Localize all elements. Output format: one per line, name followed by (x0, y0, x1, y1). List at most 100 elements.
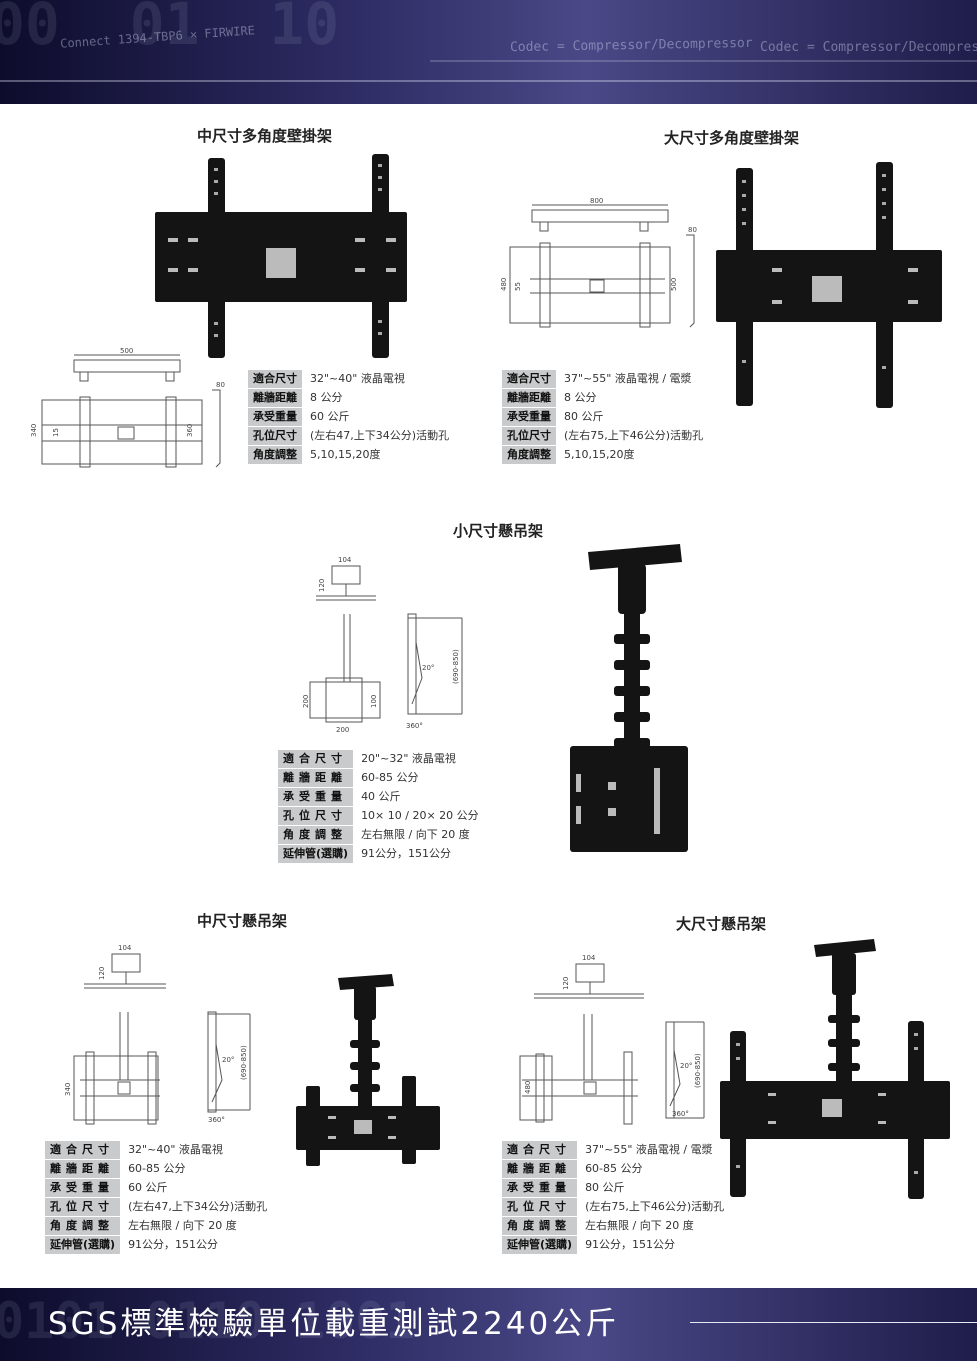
dim-label: 20° (422, 664, 434, 672)
dim-label: 80 (216, 381, 225, 389)
spec-value: (左右47,上下34公分)活動孔 (310, 429, 450, 442)
spec-key: 適合尺寸 (502, 1141, 578, 1159)
spec-key: 適合尺寸 (248, 370, 302, 388)
banner-watermark: 00 01 10 (0, 0, 340, 58)
spec-row: 孔位尺寸 (左右75,上下46公分)活動孔 (502, 1198, 728, 1216)
dim-label: (690-850) (240, 1045, 248, 1080)
spec-value: 60-85 公分 (361, 771, 419, 784)
dim-label: 120 (98, 967, 106, 980)
banner-watermark: 0101 0110 1001 (0, 1292, 416, 1350)
spec-row: 角度調整 5,10,15,20度 (502, 446, 707, 464)
spec-row: 離牆距離 60-85 公分 (45, 1160, 271, 1178)
dim-label: 104 (338, 556, 352, 564)
spec-key: 孔位尺寸 (45, 1198, 121, 1216)
spec-key: 離牆距離 (502, 1160, 578, 1178)
dim-label: 360° (672, 1110, 689, 1118)
spec-key: 角度調整 (45, 1217, 121, 1235)
spec-key: 孔位尺寸 (278, 807, 354, 825)
dim-label: (690-850) (452, 649, 460, 684)
spec-row: 孔位尺寸(左右75,上下46公分)活動孔 (502, 427, 707, 445)
spec-value: 左右無限 / 向下 20 度 (585, 1219, 694, 1232)
spec-key: 角度調整 (502, 446, 556, 464)
spec-value: 91公分，151公分 (361, 847, 452, 860)
spec-key: 適合尺寸 (502, 370, 556, 388)
spec-key: 孔位尺寸 (502, 1198, 578, 1216)
spec-key: 適合尺寸 (278, 750, 354, 768)
dimension-drawing: 500 80 340 15 360 (30, 347, 225, 468)
dim-label: 340 (64, 1083, 72, 1096)
section-title: 大尺寸懸吊架 (676, 915, 767, 933)
product-photo (720, 939, 950, 1199)
spec-row: 延伸管(選購)91公分，151公分 (278, 845, 483, 863)
dim-label: 80 (688, 226, 697, 234)
spec-key: 適合尺寸 (45, 1141, 121, 1159)
dim-label: 55 (514, 282, 522, 291)
spec-value: 40 公斤 (361, 790, 401, 803)
spec-value: 80 公斤 (585, 1181, 625, 1194)
spec-value: 60-85 公分 (128, 1162, 186, 1175)
dim-label: 104 (118, 944, 132, 952)
spec-key: 延伸管(選購) (502, 1236, 578, 1254)
spec-key: 離牆距離 (278, 769, 354, 787)
dim-label: 120 (318, 579, 326, 592)
spec-value: 91公分，151公分 (585, 1238, 676, 1251)
spec-value: 8 公分 (564, 391, 597, 404)
dim-label: 340 (30, 424, 38, 437)
section-title: 大尺寸多角度壁掛架 (664, 129, 800, 147)
dim-label: 200 (302, 695, 310, 708)
spec-row: 延伸管(選購) 91公分，151公分 (502, 1236, 728, 1254)
spec-row: 承受重量 80 公斤 (502, 408, 707, 426)
dim-label: 480 (500, 278, 508, 291)
spec-value: 60 公斤 (310, 410, 350, 423)
spec-key: 承受重量 (502, 408, 556, 426)
spec-key: 承受重量 (45, 1179, 121, 1197)
spec-row: 孔位尺寸 10× 10 / 20× 20 公分 (278, 807, 483, 825)
dim-label: 360° (406, 722, 423, 730)
spec-row: 角度調整左右無限 / 向下 20 度 (45, 1217, 271, 1235)
spec-value: 5,10,15,20度 (564, 448, 635, 461)
dim-label: (690-850) (694, 1053, 702, 1088)
dimension-drawing: 104 120 480 (690-850) 20° 360° (519, 954, 705, 1125)
spec-key: 孔位尺寸 (248, 427, 302, 445)
spec-value: (左右75,上下46公分)活動孔 (564, 429, 704, 442)
dimension-drawing: 104 120 340 (690-850) 20° 360° (64, 944, 251, 1125)
dim-label: 120 (562, 977, 570, 990)
product-photo (155, 154, 407, 358)
banner-streak (430, 60, 977, 62)
spec-value: 80 公斤 (564, 410, 604, 423)
spec-key: 角度調整 (278, 826, 354, 844)
spec-value: (左右75,上下46公分)活動孔 (585, 1200, 725, 1213)
spec-row: 適合尺寸 32"~40" 液晶電視 (45, 1141, 271, 1159)
spec-row: 孔位尺寸(左右47,上下34公分)活動孔 (45, 1198, 271, 1216)
spec-key: 離牆距離 (45, 1160, 121, 1178)
spec-key: 離牆距離 (502, 389, 556, 407)
spec-row: 延伸管(選購)91公分，151公分 (45, 1236, 271, 1254)
spec-key: 角度調整 (502, 1217, 578, 1235)
spec-value: 32"~40" 液晶電視 (128, 1143, 223, 1156)
banner-streak (0, 80, 977, 82)
spec-value: 60 公斤 (128, 1181, 168, 1194)
spec-value: 91公分，151公分 (128, 1238, 219, 1251)
spec-value: 5,10,15,20度 (310, 448, 381, 461)
dimension-drawing: 104 120 200 100 200 (690-850) 20° 360° (302, 556, 463, 734)
spec-key: 承受重量 (248, 408, 302, 426)
spec-row: 承受重量 60 公斤 (45, 1179, 271, 1197)
spec-row: 承受重量 60 公斤 (248, 408, 453, 426)
spec-key: 承受重量 (278, 788, 354, 806)
dim-label: 100 (370, 695, 378, 708)
footer-rule (690, 1322, 977, 1323)
dim-label: 360° (208, 1116, 225, 1124)
spec-row: 角度調整左右無限 / 向下 20 度 (502, 1217, 728, 1235)
spec-value: 左右無限 / 向下 20 度 (361, 828, 470, 841)
spec-row: 孔位尺寸 (左右47,上下34公分)活動孔 (248, 427, 453, 445)
product-photo (716, 162, 942, 408)
spec-value: 10× 10 / 20× 20 公分 (361, 809, 479, 822)
